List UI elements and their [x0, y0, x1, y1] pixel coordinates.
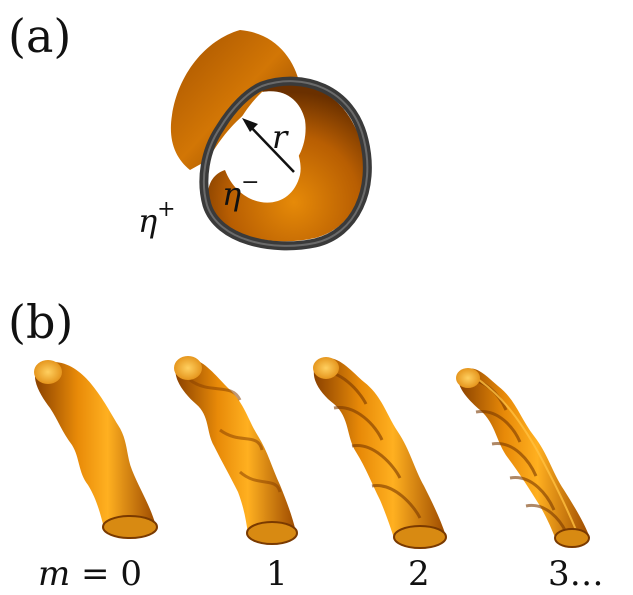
tube-mode-1 — [174, 356, 298, 545]
inner-sup: − — [241, 170, 259, 195]
tube-3-fin — [469, 373, 577, 531]
inner-surface-label: η− — [222, 170, 260, 213]
tube-2-opening — [393, 525, 447, 549]
outer-sup: + — [157, 197, 175, 222]
tube-mode-3 — [456, 368, 590, 548]
shell-back-wall — [170, 30, 300, 170]
mode-value-0: 0 — [120, 554, 142, 594]
shell-inner-surface — [208, 84, 364, 242]
mode-ellipsis: … — [570, 554, 604, 594]
outer-eta: η — [138, 202, 157, 240]
radius-arrowhead — [242, 118, 258, 132]
panel-b-label: (b) — [8, 295, 73, 349]
tube-3-top-cap — [456, 368, 480, 388]
panel-a-label: (a) — [8, 9, 71, 63]
outer-surface-label: η+ — [138, 197, 176, 240]
mode-value-3: 3 — [548, 554, 570, 594]
tube-2-top-cap — [313, 357, 339, 379]
inner-eta: η — [222, 175, 241, 213]
mode-prefix: m = — [38, 554, 120, 594]
tube-mode-2 — [313, 357, 447, 549]
tube-3-opening — [554, 528, 590, 548]
mode-label-2: 2 — [408, 554, 430, 594]
mode-label-0: m = 0 — [38, 554, 142, 594]
mode-label-3: 3… — [548, 554, 604, 594]
tube-1-opening — [246, 521, 298, 545]
tube-mode-0 — [34, 360, 158, 539]
cylinder-shell — [170, 30, 372, 251]
shell-rim-highlight — [202, 80, 369, 247]
radius-arrow — [247, 123, 295, 173]
tube-1-top-cap — [174, 356, 202, 380]
mode-label-1: 1 — [266, 554, 288, 594]
shell-opening — [226, 91, 306, 176]
tube-0-opening — [102, 515, 158, 539]
radius-label: r — [272, 118, 289, 156]
tube-0-top-cap — [34, 360, 62, 384]
